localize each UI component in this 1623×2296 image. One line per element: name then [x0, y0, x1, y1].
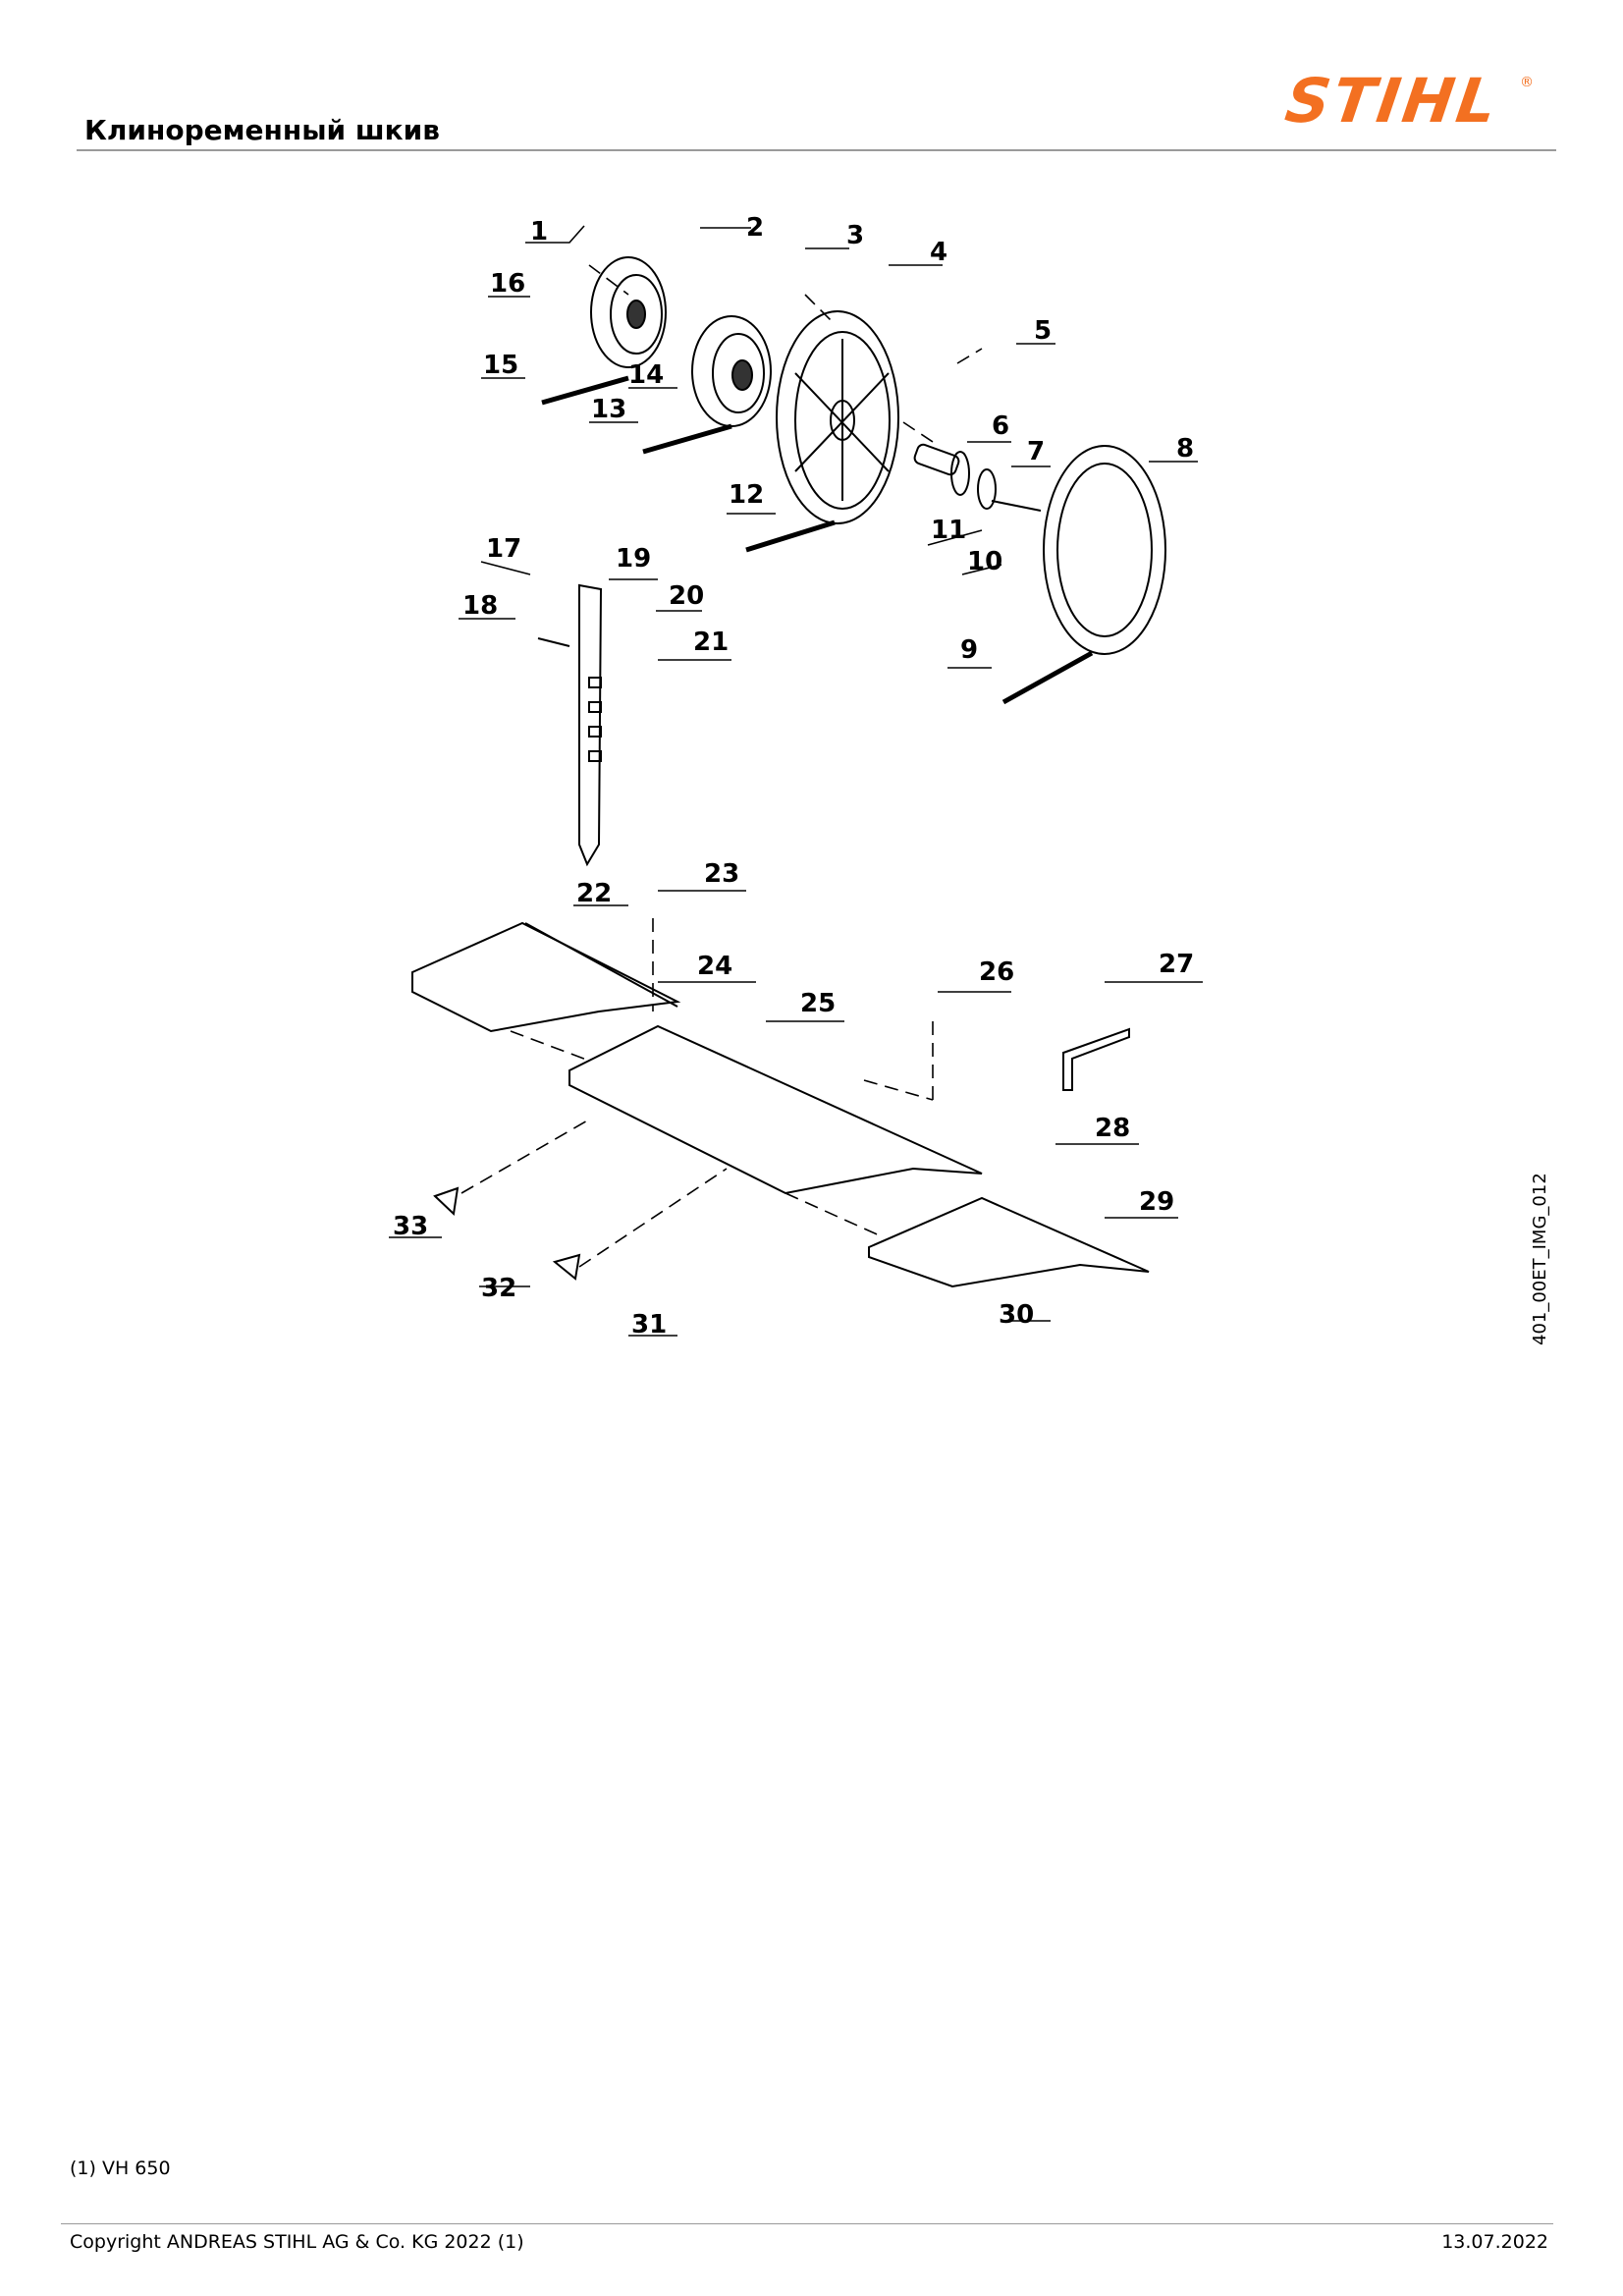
callout-6: 6	[992, 411, 1009, 441]
deflector-25-shape	[568, 1024, 983, 1195]
header-divider	[77, 149, 1556, 151]
callout-23: 23	[704, 859, 739, 889]
callout-19: 19	[616, 544, 651, 574]
footnote: (1) VH 650	[70, 2158, 171, 2179]
callout-20: 20	[669, 581, 704, 611]
callout-16: 16	[490, 269, 525, 299]
callout-31: 31	[631, 1310, 667, 1339]
callout-17: 17	[486, 534, 521, 564]
callout-18: 18	[462, 591, 498, 621]
cover-ring-8-shape	[1001, 445, 1166, 705]
callout-4: 4	[930, 238, 947, 267]
pulley-14-shape	[642, 315, 772, 455]
copyright-text: Copyright ANDREAS STIHL AG & Co. KG 2022…	[70, 2231, 524, 2253]
callout-11: 11	[931, 516, 966, 545]
callout-9: 9	[960, 635, 978, 665]
callout-26: 26	[979, 957, 1014, 987]
shaft-6-shape	[913, 443, 1042, 512]
registered-mark: ®	[1520, 75, 1534, 90]
deflector-22-shape	[411, 921, 681, 1033]
callout-1: 1	[530, 217, 548, 246]
callout-10: 10	[967, 547, 1002, 576]
callout-25: 25	[800, 989, 836, 1018]
exploded-parts-diagram: 1 2 3 4 5 6 7 8 9 10 11 12 13 14 15 16 1…	[389, 213, 1203, 1339]
callout-21: 21	[693, 628, 729, 657]
date-text: 13.07.2022	[1441, 2231, 1548, 2253]
deflector-29-shape	[868, 1196, 1150, 1288]
callout-30: 30	[999, 1300, 1034, 1330]
callout-2: 2	[746, 213, 764, 243]
callout-3: 3	[846, 221, 864, 250]
callout-13: 13	[591, 395, 626, 424]
callout-32: 32	[481, 1274, 516, 1303]
footer-divider	[61, 2223, 1553, 2224]
callout-7: 7	[1027, 437, 1045, 466]
hex-key-27-shape	[1062, 1027, 1130, 1091]
pulley-16-shape	[541, 256, 667, 406]
callout-24: 24	[697, 952, 732, 981]
callout-27: 27	[1159, 950, 1194, 979]
page-title: Клиноременный шкив	[84, 114, 440, 146]
belt-guide-19-shape	[537, 583, 603, 867]
callout-29: 29	[1139, 1187, 1174, 1217]
stihl-logo: STIHL ®	[1281, 65, 1542, 139]
pulley-4-shape	[745, 310, 899, 553]
callout-22: 22	[576, 879, 612, 908]
callout-15: 15	[483, 351, 518, 380]
callout-5: 5	[1034, 316, 1052, 346]
callout-28: 28	[1095, 1114, 1130, 1143]
callout-33: 33	[393, 1212, 428, 1241]
callout-12: 12	[729, 480, 764, 510]
callout-14: 14	[628, 360, 664, 390]
callout-8: 8	[1176, 434, 1194, 464]
image-code: 401_00ET_IMG_012	[1530, 1173, 1550, 1345]
